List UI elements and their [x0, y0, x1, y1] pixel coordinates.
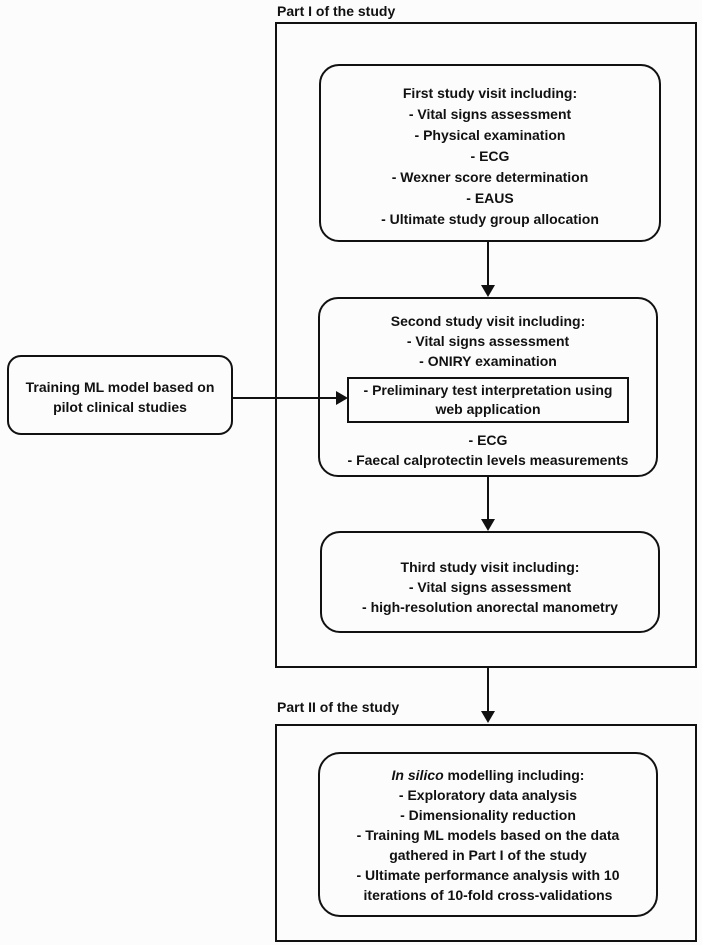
part2-container [275, 724, 697, 942]
list-item: - high-resolution anorectal manometry [362, 599, 618, 615]
list-item: - Physical examination [414, 127, 566, 143]
list-item-continuation: iterations of 10-fold cross-validations [363, 887, 613, 903]
part1-container [275, 22, 697, 668]
arrow-shaft [233, 397, 338, 399]
part2-label: Part II of the study [277, 699, 400, 715]
third-visit-title: Third study visit including: [400, 559, 580, 575]
second-visit-title: Second study visit including: [390, 313, 586, 329]
in-silico-modelling-box: In silico modelling including: - Explora… [318, 752, 658, 917]
arrowhead-right-icon [336, 391, 348, 405]
ml-box-line: Training ML model based on [25, 379, 215, 395]
second-visit-box: Second study visit including: - Vital si… [318, 297, 658, 477]
arrowhead-down-icon [481, 285, 495, 297]
part1-label: Part I of the study [277, 3, 396, 19]
list-item: - ECG [468, 432, 508, 448]
in-silico-title: In silico modelling including: [320, 765, 656, 785]
arrow-shaft [487, 477, 489, 521]
list-item: - ONIRY examination [419, 353, 557, 369]
list-item: - Vital signs assessment [408, 579, 572, 595]
list-item: - ECG [470, 148, 510, 164]
highlight-line: web application [435, 401, 541, 417]
ml-box-line: pilot clinical studies [53, 399, 187, 415]
third-visit-box: Third study visit including: - Vital sig… [320, 531, 660, 633]
first-visit-box: First study visit including: - Vital sig… [319, 64, 661, 242]
list-item: - Dimensionality reduction [400, 807, 576, 823]
preliminary-test-highlight-box: - Preliminary test interpretation using … [347, 377, 629, 423]
in-silico-title-rest: modelling including: [443, 767, 585, 783]
in-silico-title-italic: In silico [391, 767, 444, 783]
arrowhead-down-icon [481, 519, 495, 531]
list-item: - Wexner score determination [391, 169, 589, 185]
arrow-shaft [487, 668, 489, 713]
list-item: - Faecal calprotectin levels measurement… [347, 452, 629, 468]
arrow-shaft [487, 242, 489, 287]
down-arrow-icon [481, 668, 495, 723]
highlight-line: - Preliminary test interpretation using [363, 382, 613, 398]
list-item: - EAUS [466, 190, 514, 206]
list-item: - Exploratory data analysis [398, 787, 578, 803]
list-item: - Vital signs assessment [406, 333, 570, 349]
training-ml-model-box: Training ML model based on pilot clinica… [7, 355, 233, 435]
list-item: - Training ML models based on the data [356, 827, 620, 843]
arrowhead-down-icon [481, 711, 495, 723]
right-arrow-icon [233, 391, 348, 405]
down-arrow-icon [481, 242, 495, 297]
list-item: - Ultimate study group allocation [381, 211, 599, 227]
list-item: - Ultimate performance analysis with 10 [356, 867, 620, 883]
list-item-continuation: gathered in Part I of the study [389, 847, 587, 863]
first-visit-title: First study visit including: [402, 85, 578, 101]
list-item: - Vital signs assessment [408, 106, 572, 122]
down-arrow-icon [481, 477, 495, 531]
